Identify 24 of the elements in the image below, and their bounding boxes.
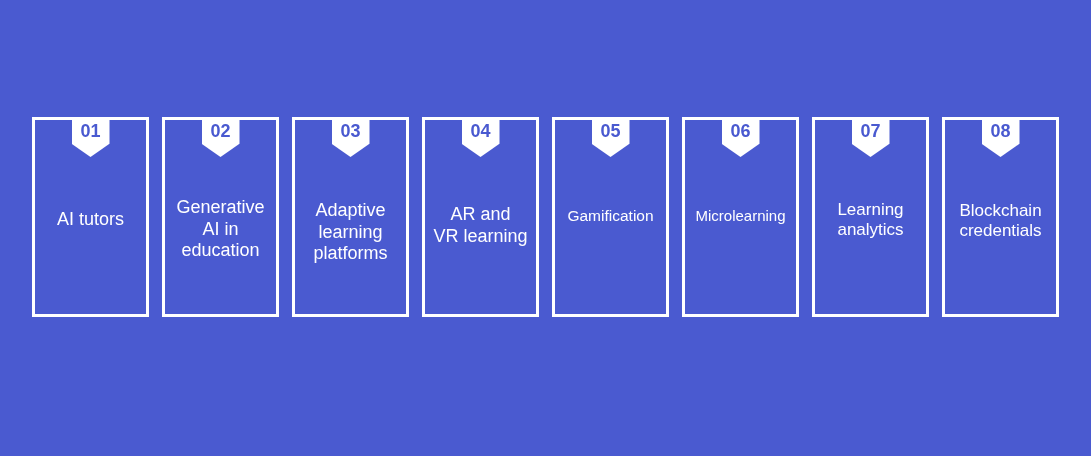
step-title: AR and VR learning: [432, 204, 529, 248]
step-card: [812, 117, 929, 317]
step-number-tab: 07: [851, 117, 890, 157]
step-number-tab: 01: [71, 117, 110, 157]
step-title: Adaptive learning platforms: [312, 199, 389, 265]
step-number-tab: 04: [461, 117, 500, 157]
step-card: [422, 117, 539, 317]
step-number-tab: 02: [201, 117, 240, 157]
step-title: Generative AI in education: [175, 196, 266, 262]
step-number-tab: 06: [721, 117, 760, 157]
step-title: Learning analytics: [836, 199, 905, 241]
step-number-tab: 05: [591, 117, 630, 157]
step-card: [162, 117, 279, 317]
step-title: Microlearning: [694, 207, 787, 225]
step-number-tab: 03: [331, 117, 370, 157]
step-card: [552, 117, 669, 317]
step-card: [32, 117, 149, 317]
step-card: [682, 117, 799, 317]
step-title: Gamification: [566, 206, 655, 226]
step-card: [942, 117, 1059, 317]
step-title: AI tutors: [56, 209, 125, 231]
step-title: Blockchain credentials: [958, 200, 1043, 242]
step-number-tab: 08: [981, 117, 1020, 157]
step-card: [292, 117, 409, 317]
